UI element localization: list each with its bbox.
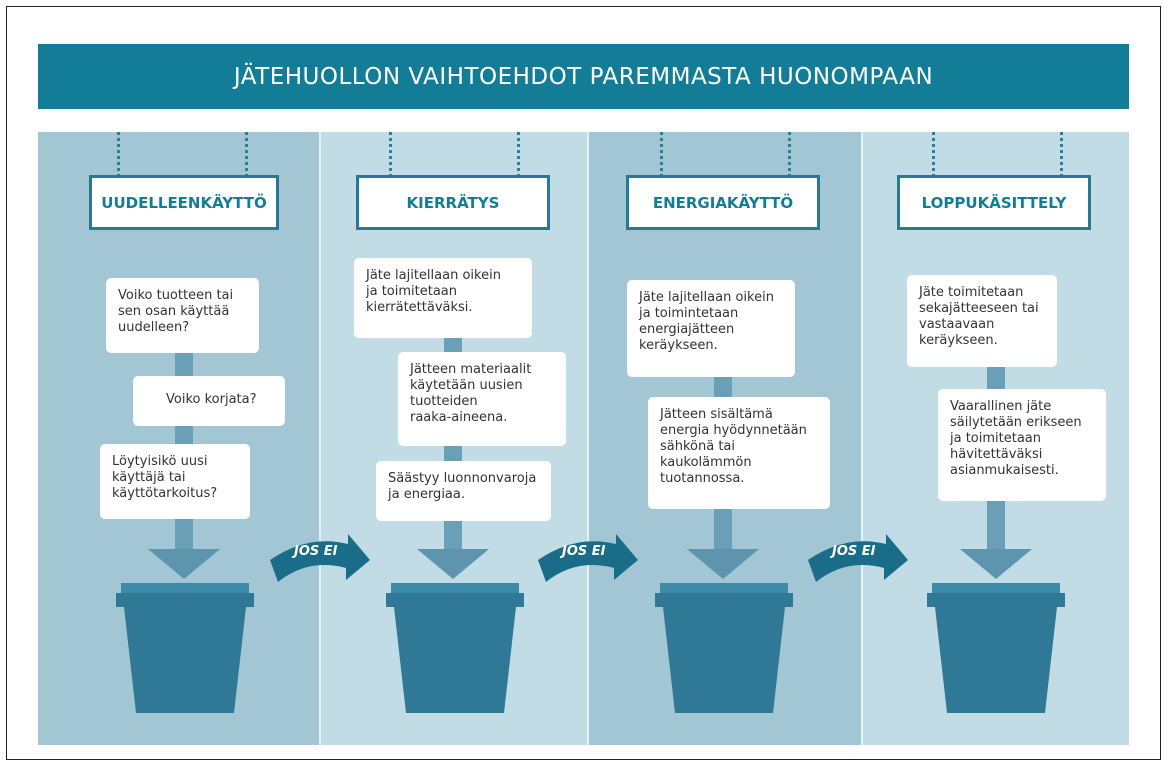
hanger-line <box>117 132 120 177</box>
curved-arrow-icon <box>538 534 638 582</box>
card-text: Jätteen sisältämä energia hyödynnetään s… <box>648 397 830 509</box>
hanger-line <box>389 132 392 177</box>
down-arrow-icon <box>148 549 220 579</box>
card-text: Jäte toimitetaan sekajätteeseen tai vast… <box>907 275 1057 367</box>
column-divider <box>319 132 321 745</box>
curved-arrow-icon <box>808 534 908 582</box>
outer-frame <box>6 6 1161 760</box>
hanger-line <box>1060 132 1063 177</box>
page-title: JÄTEHUOLLON VAIHTOEHDOT PAREMMASTA HUONO… <box>38 44 1129 109</box>
column-divider <box>587 132 589 745</box>
card-text: Säästyy luonnonvaroja ja energiaa. <box>376 461 551 521</box>
heading-kierratys: KIERRÄTYS <box>356 175 550 230</box>
card-text: Jätteen materiaalit käytetään uusien tuo… <box>398 352 566 446</box>
down-arrow-icon <box>417 549 489 579</box>
hanger-line <box>245 132 248 177</box>
bucket-icon <box>116 583 254 713</box>
bucket-icon <box>927 583 1065 713</box>
heading-uudelleenkaytto: UUDELLEENKÄYTTÖ <box>89 175 279 230</box>
down-arrow-icon <box>687 549 759 579</box>
curved-arrow-icon <box>270 534 370 582</box>
connector-label: JOS EI <box>562 544 606 559</box>
heading-loppukasittely: LOPPUKÄSITTELY <box>897 175 1091 230</box>
card-text: Voiko korjata? <box>133 376 285 426</box>
hanger-line <box>660 132 663 177</box>
card-text: Jäte lajitellaan oikein ja toimitetaan k… <box>354 258 532 338</box>
hanger-line <box>517 132 520 177</box>
hanger-line <box>932 132 935 177</box>
column-divider <box>861 132 863 745</box>
card-text: Vaarallinen jäte säilytetään erikseen ja… <box>938 389 1106 501</box>
card-text: Jäte lajitellaan oikein ja toimintetaan … <box>627 280 795 377</box>
heading-energiakaytto: ENERGIAKÄYTTÖ <box>626 175 820 230</box>
hanger-line <box>788 132 791 177</box>
card-text: Löytyisikö uusi käyttäjä tai käyttötarko… <box>100 444 250 519</box>
down-arrow-icon <box>960 549 1032 579</box>
bucket-icon <box>386 583 524 713</box>
bucket-icon <box>655 583 793 713</box>
card-text: Voiko tuotteen tai sen osan käyttää uude… <box>106 278 259 353</box>
connector-label: JOS EI <box>294 544 338 559</box>
connector-label: JOS EI <box>832 544 876 559</box>
